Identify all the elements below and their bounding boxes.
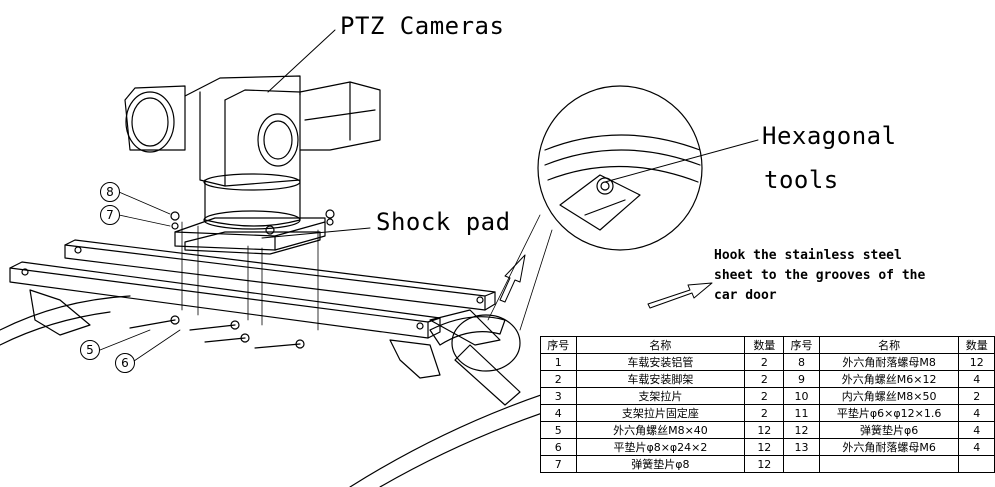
table-cell: 2 <box>744 353 785 371</box>
table-cell: 6 <box>540 438 577 456</box>
table-cell: 12 <box>958 353 995 371</box>
table-cell: 2 <box>744 387 785 405</box>
header-cell: 名称 <box>818 336 960 354</box>
hexagonal-tools-label-line2: tools <box>764 166 839 194</box>
table-cell: 4 <box>958 421 995 439</box>
bolts <box>129 209 335 349</box>
hook-instruction-line3: car door <box>714 288 777 303</box>
table-cell: 5 <box>540 421 577 439</box>
table-cell: 弹簧垫片φ6 <box>818 421 960 439</box>
table-cell: 外六角螺丝M6×12 <box>818 370 960 388</box>
header-cell: 序号 <box>540 336 577 354</box>
table-cell: 12 <box>783 421 820 439</box>
hook-instruction-line1: Hook the stainless steel <box>714 248 902 263</box>
table-cell: 1 <box>540 353 577 371</box>
table-cell: 车载安装铝管 <box>575 353 746 371</box>
table-cell: 车载安装脚架 <box>575 370 746 388</box>
table-cell: 支架拉片固定座 <box>575 404 746 422</box>
table-cell: 10 <box>783 387 820 405</box>
number-leaders <box>99 191 181 362</box>
table-cell: 平垫片φ8×φ24×2 <box>575 438 746 456</box>
table-cell: 2 <box>540 370 577 388</box>
header-cell: 序号 <box>783 336 820 354</box>
label-leaders <box>261 29 759 239</box>
table-row: 3 支架拉片 2 10 内六角螺丝M8×50 2 <box>540 387 995 405</box>
table-cell: 4 <box>540 404 577 422</box>
table-cell: 3 <box>540 387 577 405</box>
part-number-callout: 8 <box>100 182 120 202</box>
table-cell: 9 <box>783 370 820 388</box>
table-cell: 2 <box>744 370 785 388</box>
table-row: 1 车载安装铝管 2 8 外六角耐落螺母M8 12 <box>540 353 995 371</box>
detail-leaders <box>487 214 553 331</box>
table-row: 6 平垫片φ8×φ24×2 12 13 外六角耐落螺母M6 4 <box>540 438 995 456</box>
table-cell: 4 <box>958 438 995 456</box>
part-number-callout: 5 <box>80 340 100 360</box>
table-cell: 12 <box>744 438 785 456</box>
table-cell: 2 <box>958 387 995 405</box>
mounting-rails <box>9 239 501 379</box>
table-cell: 弹簧垫片φ8 <box>575 455 746 473</box>
table-cell: 内六角螺丝M8×50 <box>818 387 960 405</box>
hook-instruction-line2: sheet to the grooves of the <box>714 268 926 283</box>
table-cell: 12 <box>744 455 785 473</box>
part-number-callout: 6 <box>115 353 135 373</box>
table-cell <box>783 455 820 473</box>
ptz-camera <box>124 75 381 251</box>
table-cell: 平垫片φ6×φ12×1.6 <box>818 404 960 422</box>
table-row: 4 支架拉片固定座 2 11 平垫片φ6×φ12×1.6 4 <box>540 404 995 422</box>
arrows <box>499 254 713 309</box>
table-cell: 外六角螺丝M8×40 <box>575 421 746 439</box>
table-cell: 2 <box>744 404 785 422</box>
table-row: 2 车载安装脚架 2 9 外六角螺丝M6×12 4 <box>540 370 995 388</box>
ptz-cameras-label: PTZ Cameras <box>340 12 505 40</box>
table-cell: 4 <box>958 370 995 388</box>
shock-pad <box>184 231 321 255</box>
header-cell: 名称 <box>575 336 746 354</box>
hook-sheet <box>429 314 521 406</box>
shock-pad-label: Shock pad <box>376 208 511 236</box>
hexagonal-tools-label-line1: Hexagonal <box>762 122 897 150</box>
assembly-guide-lines <box>181 221 319 331</box>
table-cell: 7 <box>540 455 577 473</box>
table-cell: 外六角耐落螺母M6 <box>818 438 960 456</box>
parts-table: 序号 名称 数量 序号 名称 数量 1 车载安装铝管 2 8 外六角耐落螺母M8… <box>540 336 995 473</box>
table-cell <box>818 455 960 473</box>
table-row: 5 外六角螺丝M8×40 12 12 弹簧垫片φ6 4 <box>540 421 995 439</box>
parts-table-header: 序号 名称 数量 序号 名称 数量 <box>540 336 995 354</box>
table-cell: 12 <box>744 421 785 439</box>
table-cell: 外六角耐落螺母M8 <box>818 353 960 371</box>
table-cell: 11 <box>783 404 820 422</box>
header-cell: 数量 <box>744 336 785 354</box>
table-row: 7 弹簧垫片φ8 12 <box>540 455 995 473</box>
table-cell: 13 <box>783 438 820 456</box>
table-cell <box>958 455 995 473</box>
part-number-callout: 7 <box>100 205 120 225</box>
header-cell: 数量 <box>958 336 995 354</box>
table-cell: 8 <box>783 353 820 371</box>
table-cell: 支架拉片 <box>575 387 746 405</box>
detail-view <box>537 85 703 251</box>
table-cell: 4 <box>958 404 995 422</box>
